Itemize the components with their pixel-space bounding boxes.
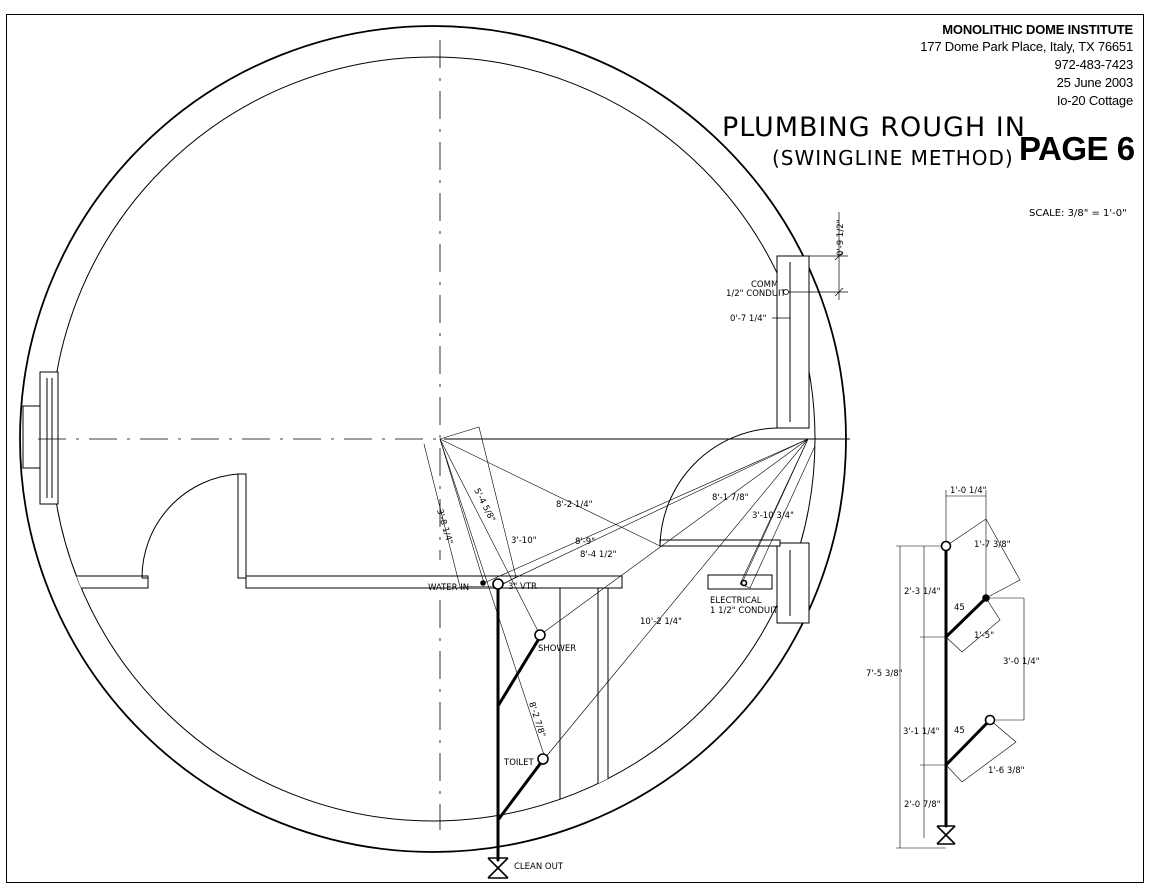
east-door-leaf: [659, 539, 781, 547]
drawing-border: [6, 14, 1144, 883]
detail-dim-7-5-38: 7'-5 3/8": [866, 669, 903, 679]
swing-line-8-1-78: [539, 438, 809, 636]
detail-fixtures: [940, 540, 996, 726]
detail-dim-1-0-quarter: 1'-0 1/4": [950, 486, 987, 496]
toilet-symbol: [537, 753, 549, 765]
bath-north-wall: [245, 575, 623, 589]
detail-diag-1: [945, 518, 1021, 599]
swing-line-3-8-quarter: [439, 438, 485, 584]
comm-conduit-label: 1/2" CONDUIT: [726, 289, 787, 299]
detail-valve-diag-2: [936, 825, 956, 845]
comm-dimension: [772, 212, 848, 319]
dim-8-2-quarter: 8'-2 1/4": [556, 500, 593, 510]
plumbing-pipes: [496, 586, 545, 862]
dim-3-10-34: 3'-10 3/4": [752, 511, 794, 521]
swing-line-8-9: [483, 438, 809, 584]
pipe-fixtures: [480, 578, 748, 765]
comm-label: COMM: [751, 280, 778, 290]
detail-dim-3-1-quarter: 3'-1 1/4": [903, 727, 940, 737]
swing-line-8-2-78: [439, 438, 546, 759]
detail-dim-2-3-quarter: 2'-3 1/4": [904, 587, 941, 597]
comm-tick-2: [834, 287, 844, 297]
electrical-conduit-label: 1 1/2" CONDUIT: [710, 606, 779, 616]
comm-tick-1: [834, 251, 844, 261]
swing-line-10-2-quarter: [544, 438, 809, 759]
east-wall-upper: [776, 255, 810, 429]
detail-angle-1: 45: [954, 603, 965, 613]
drawing-scale: SCALE: 3/8" = 1'-0": [1029, 208, 1127, 219]
dim-3-10: 3'-10": [511, 536, 537, 546]
water-in-symbol: [480, 580, 486, 586]
detail-diag-3: [945, 719, 1017, 783]
shower-symbol: [534, 629, 546, 641]
east-door-swing: [659, 427, 778, 547]
detail-fixture-2: [984, 714, 996, 726]
toilet-branch: [496, 758, 545, 822]
drawing-subtitle: (SWINGLINE METHOD): [772, 146, 1014, 170]
electrical-label: ELECTRICAL: [710, 596, 762, 606]
dim-8-2-78: 8'-2 7/8": [526, 701, 547, 739]
dim-3-8-quarter: 3'-8 1/4": [434, 508, 454, 546]
dim-10-2-quarter: 10'-2 1/4": [640, 617, 682, 627]
shower-branch: [496, 635, 542, 708]
swing-line-8-4-half: [497, 438, 809, 587]
page-number: PAGE 6: [1019, 130, 1135, 167]
detail-dim-1-5: 1'-5": [974, 631, 994, 641]
detail-vtr-symbol: [940, 540, 952, 552]
dimension-box-west: [423, 426, 517, 588]
detail-dim-3-0-quarter: 3'-0 1/4": [1003, 657, 1040, 667]
dim-8-9: 8'-9": [575, 537, 595, 547]
vtr-label: 3" VTR: [508, 582, 537, 592]
bedroom-door-leaf: [237, 473, 247, 579]
vtr-symbol: [492, 578, 504, 590]
drawing-date: 25 June 2003: [1056, 75, 1134, 90]
detail-branch-2: [944, 718, 992, 767]
west-window-sash: [39, 371, 59, 505]
institute-address: 177 Dome Park Place, Italy, TX 76651: [920, 39, 1133, 54]
swing-line-8-2-quarter: [439, 438, 661, 547]
project-name: Io-20 Cottage: [1056, 93, 1133, 108]
swing-line-5-4-58: [439, 438, 541, 636]
detail-valve: [936, 825, 956, 845]
detail-angle-2: 45: [954, 726, 965, 736]
dim-0-9-half: 0'-9 1/2": [836, 219, 846, 256]
pipe-detail: 1'-0 1/4" 1'-7 3/8" 2'-3 1/4" 45 1'-5" 7…: [866, 486, 1040, 849]
valve-diag-2: [487, 857, 509, 879]
west-window-frame: [22, 405, 42, 469]
drawing-title: PLUMBING ROUGH IN: [722, 112, 1026, 143]
detail-dim-2-0-78: 2'-0 7/8": [904, 800, 941, 810]
detail-dim-1-7-38: 1'-7 3/8": [974, 540, 1011, 550]
toilet-label: TOILET: [503, 758, 534, 768]
dim-8-1-78: 8'-1 7/8": [712, 493, 749, 503]
doors: [141, 427, 781, 579]
bedroom-wall: [51, 575, 149, 589]
dim-0-7-quarter: 0'-7 1/4": [730, 314, 767, 324]
bath-east-wall: [597, 587, 609, 821]
detail-pipes: [944, 544, 992, 828]
east-wall: [776, 255, 810, 624]
detail-dimension-lines: [896, 490, 1025, 849]
dim-8-4-half: 8'-4 1/2": [580, 550, 617, 560]
detail-diag-2: [945, 597, 1001, 653]
bedroom-door-swing: [141, 473, 239, 579]
center-lines: [38, 40, 780, 830]
dim-5-4-58: 5'-4 5/8": [471, 487, 497, 524]
west-window: [22, 371, 59, 505]
detail-dim-1-6-38: 1'-6 3/8": [988, 766, 1025, 776]
water-in-label: WATER IN: [428, 583, 469, 593]
clean-out-label: CLEAN OUT: [514, 862, 564, 872]
shower-label: SHOWER: [538, 644, 576, 654]
detail-branch-1: [944, 596, 988, 639]
institute-phone: 972-483-7423: [1054, 57, 1133, 72]
electrical-box: [707, 574, 773, 590]
comm-conduit-symbol: [783, 289, 789, 295]
electrical-symbol: [740, 579, 748, 587]
institute-name: MONOLITHIC DOME INSTITUTE: [942, 22, 1133, 37]
east-wall-lower: [776, 542, 810, 624]
clean-out-valve: [487, 857, 509, 879]
swing-lines: [423, 426, 816, 759]
detail-fixture-1: [982, 594, 990, 602]
